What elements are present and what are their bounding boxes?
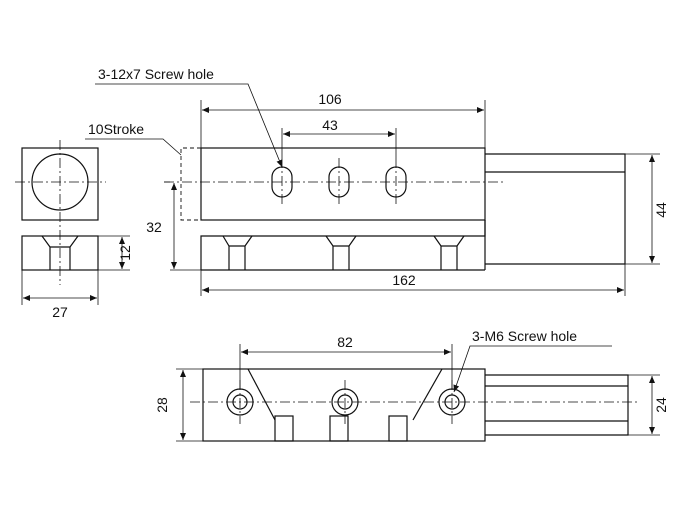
countersink-3 [433,235,465,247]
side-view-base [21,235,99,271]
notch-1 [274,415,294,442]
side-view: 12 27 [15,140,133,320]
countersink-2 [325,235,357,247]
leader-12x7 [95,83,283,168]
plan-diag-1 [247,368,276,421]
plan-view-body [202,368,486,442]
dim-106-text: 106 [318,91,342,107]
screw-hole-m6-label: 3-M6 Screw hole [472,328,577,344]
leader-m6 [453,345,612,393]
dim-82-text: 82 [337,334,353,350]
notch-3 [388,415,408,442]
dim-32-text: 32 [146,219,162,235]
dim-24-text: 24 [653,397,669,413]
leader-stroke [85,138,182,156]
notch-2 [329,415,349,442]
dim-43-text: 43 [322,117,338,133]
dim-27-text: 27 [52,304,68,320]
front-view: 106 43 3-12x7 Screw hole 10Stroke 32 162… [85,66,669,296]
plan-diag-2 [412,368,443,421]
front-view-base-top [200,220,486,270]
dim-162-text: 162 [392,272,416,288]
countersink-1 [222,235,253,247]
stroke-label: 10Stroke [88,121,144,137]
stroke-extension [180,147,201,221]
plan-view-rod [485,374,629,436]
side-view-countersink [41,235,79,248]
front-view-body [200,147,486,221]
plan-view: 82 3-M6 Screw hole 28 24 [154,328,669,442]
dim-28-text: 28 [154,397,170,413]
dim-12-text: 12 [117,245,133,261]
dim-44-text: 44 [653,202,669,218]
front-view-rod [485,153,626,265]
screw-hole-12x7-label: 3-12x7 Screw hole [98,66,214,82]
